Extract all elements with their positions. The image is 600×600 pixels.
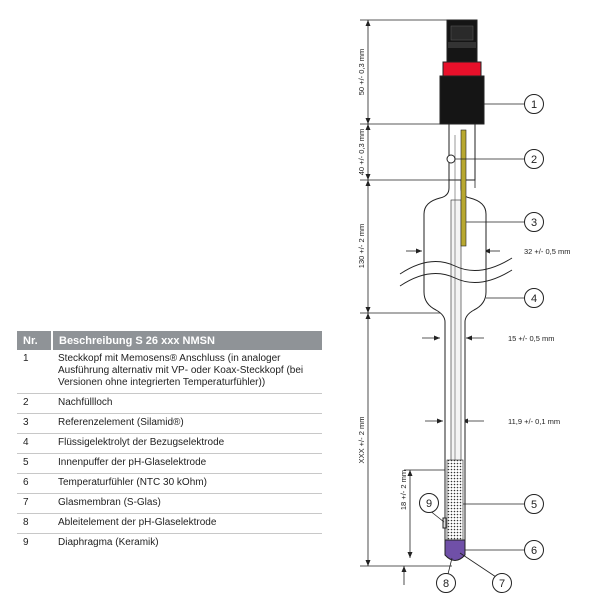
svg-text:6: 6 <box>531 545 537 557</box>
svg-text:5: 5 <box>531 499 537 511</box>
electrode-body <box>423 19 487 561</box>
callout-8: 8 <box>436 573 456 593</box>
dim-tip-diameter: 11,9 +/- 0,1 mm <box>508 417 560 426</box>
dim-tip-length: 18 +/- 2 mm <box>399 470 408 510</box>
svg-text:7: 7 <box>499 578 505 590</box>
callout-1: 1 <box>524 94 544 114</box>
svg-text:9: 9 <box>426 498 432 510</box>
connector-red-ring <box>442 61 482 77</box>
svg-text:3: 3 <box>531 217 537 229</box>
refill-hole <box>446 154 456 164</box>
callout-4: 4 <box>524 288 544 308</box>
break-lines <box>399 257 513 287</box>
callout-3: 3 <box>524 212 544 232</box>
callout-9: 9 <box>419 493 439 513</box>
legend-header: Nr. Beschreibung S 26 xxx NMSN <box>17 331 322 350</box>
glass-membrane <box>444 539 466 561</box>
dim-refill-section: 40 +/- 0,3 mm <box>357 129 366 175</box>
callout-6: 6 <box>524 540 544 560</box>
dim-wide-shaft-length: 130 +/- 2 mm <box>357 224 366 268</box>
callout-5: 5 <box>524 494 544 514</box>
svg-text:2: 2 <box>531 154 537 166</box>
svg-text:8: 8 <box>443 578 449 590</box>
svg-text:1: 1 <box>531 99 537 111</box>
connector-body <box>439 75 485 125</box>
callout-leaders <box>428 103 524 578</box>
reference-element <box>460 129 467 247</box>
legend-header-desc: Beschreibung S 26 xxx NMSN <box>52 331 322 350</box>
dimension-lines <box>360 19 500 585</box>
dim-total-length: XXX +/- 2 mm <box>357 417 366 464</box>
dim-head-length: 50 +/- 0,3 mm <box>357 49 366 95</box>
dim-wide-diameter: 32 +/- 0,5 mm <box>524 247 570 256</box>
temperature-sensor-hatch <box>446 459 464 541</box>
dim-narrow-diameter: 15 +/- 0,5 mm <box>508 334 554 343</box>
legend-header-nr: Nr. <box>17 331 53 350</box>
diaphragm <box>442 517 447 529</box>
callout-2: 2 <box>524 149 544 169</box>
callout-7: 7 <box>492 573 512 593</box>
svg-text:4: 4 <box>531 293 537 305</box>
